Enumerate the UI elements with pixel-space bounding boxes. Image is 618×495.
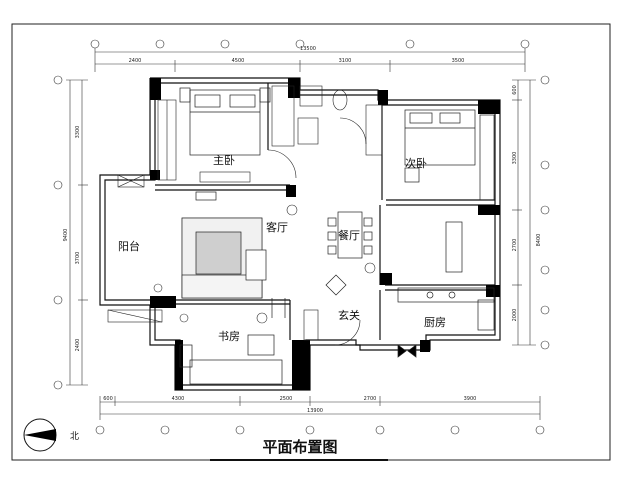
dim-right-total: 8400 [536,234,542,247]
room-label-master-bedroom: 主卧 [213,154,235,167]
dimension-top [90,39,530,72]
dim-left-seg-3: 2400 [75,339,81,352]
north-arrow-icon [23,418,57,452]
dim-bottom-seg-2: 4300 [172,396,185,402]
entrance-door [303,309,361,346]
balcony-fixtures [107,174,163,323]
dim-top-seg-3: 3100 [339,58,352,64]
dim-bottom-seg-1: 600 [103,396,113,402]
master-bed [179,87,271,156]
dimension-left [53,75,88,390]
room-label-study: 书房 [218,330,240,343]
dim-top-seg-2: 4500 [232,58,245,64]
room-label-dining-room: 餐厅 [338,228,360,242]
dim-bottom-seg-4: 2700 [364,396,377,402]
study-furniture [179,298,286,385]
bathroom-fixtures [267,85,383,179]
dim-left-seg-2: 3700 [75,252,81,265]
dimension-bottom [95,396,545,435]
dim-left-seg-1: 3300 [75,126,81,139]
dim-right-seg-4: 2000 [512,309,518,322]
dim-right-seg-3: 2700 [512,239,518,252]
plants [153,204,376,324]
dim-bottom-seg-3: 2500 [280,396,293,402]
master-wardrobe [157,99,251,183]
dim-right-seg-1: 600 [512,85,518,95]
dimension-right [512,75,550,350]
dim-left-total: 9400 [63,229,69,242]
kitchen-counter [397,221,495,358]
dim-top-seg-4: 3500 [452,58,465,64]
room-label-balcony: 阳台 [118,239,140,253]
columns [150,78,500,390]
second-bed [404,109,495,201]
dim-bottom-total: 13900 [307,408,323,414]
room-label-second-bedroom: 次卧 [405,156,427,170]
compass-label: 北 [70,431,79,442]
living-sofa [181,191,267,299]
dim-top-seg-1: 2400 [129,58,142,64]
dim-right-seg-2: 3300 [512,152,518,165]
room-label-living-room: 客厅 [266,220,288,234]
room-label-entrance: 玄关 [338,308,360,322]
dim-top-total: 13500 [300,46,316,52]
room-label-kitchen: 厨房 [424,316,446,329]
dining-table [325,211,373,296]
drawing-title: 平面布置图 [262,438,337,456]
dim-bottom-seg-5: 3900 [464,396,477,402]
